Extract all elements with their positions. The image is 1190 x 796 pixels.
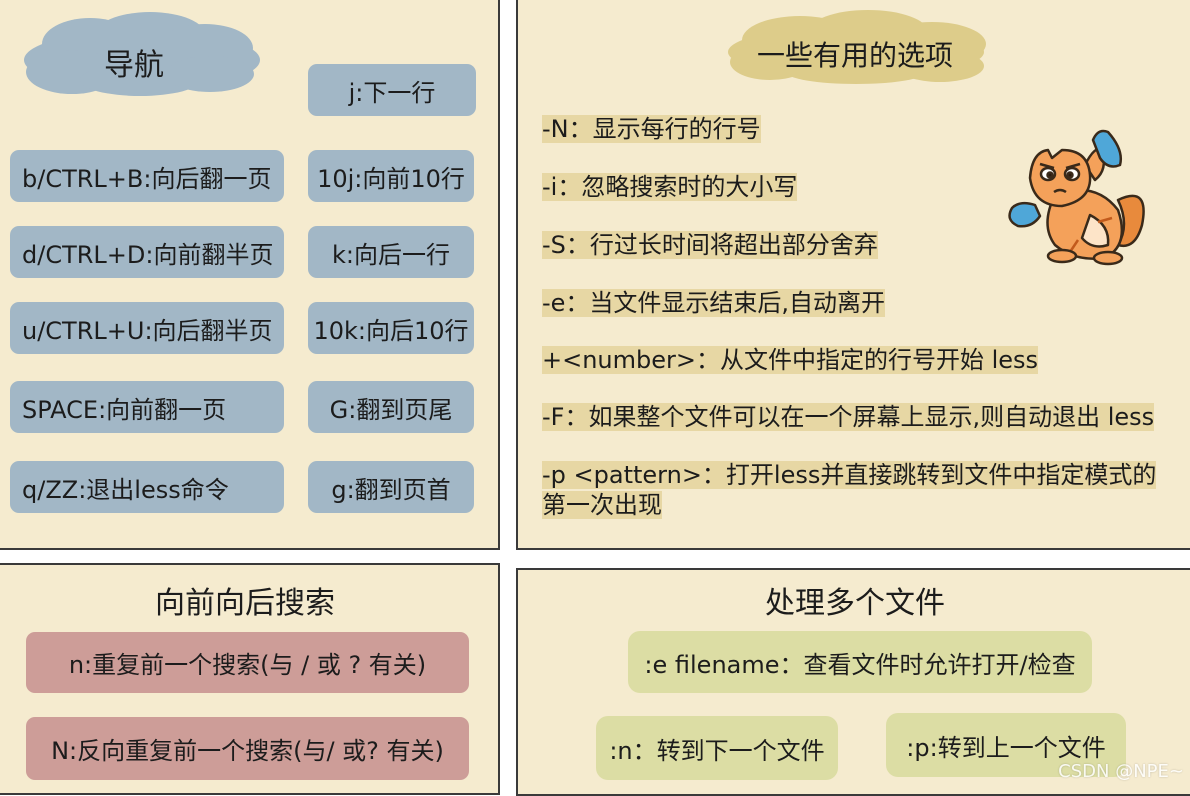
nav-item-quit: q/ZZ:退出less命令 bbox=[10, 461, 284, 513]
options-cloud bbox=[728, 10, 986, 84]
option-start-line: +<number>：从文件中指定的行号开始 less bbox=[542, 346, 1039, 374]
nav-item-half-back: u/CTRL+U:向后翻半页 bbox=[10, 302, 284, 354]
option-pattern: -p <pattern>：打开less并直接跳转到文件中指定模式的第一次出现 bbox=[542, 461, 1157, 519]
options-title: 一些有用的选项 bbox=[756, 39, 953, 72]
navigation-cloud bbox=[24, 12, 260, 96]
cat-illustration bbox=[1008, 129, 1145, 266]
option-line-numbers: -N：显示每行的行号 bbox=[542, 115, 761, 143]
options-panel bbox=[516, 0, 1190, 550]
option-chop-long-lines: -S：行过长时间将超出部分舍弃 bbox=[542, 231, 878, 259]
files-item-examine: :e filename：查看文件时允许打开/检查 bbox=[628, 631, 1092, 693]
nav-item-page-forward: SPACE:向前翻一页 bbox=[10, 381, 284, 433]
search-item-repeat: n:重复前一个搜索(与 / 或 ? 有关) bbox=[26, 632, 469, 693]
nav-item-forward-10: 10j:向前10行 bbox=[308, 150, 474, 202]
nav-item-back-10: 10k:向后10行 bbox=[308, 302, 474, 354]
nav-item-end: G:翻到页尾 bbox=[308, 381, 474, 433]
nav-item-half-forward: d/CTRL+D:向前翻半页 bbox=[10, 226, 284, 278]
nav-item-back-line: k:向后一行 bbox=[308, 226, 474, 278]
option-ignore-case: -i：忽略搜索时的大小写 bbox=[542, 173, 798, 201]
option-quit-if-one-screen: -F：如果整个文件可以在一个屏幕上显示,则自动退出 less bbox=[542, 403, 1155, 431]
files-item-next: :n：转到下一个文件 bbox=[596, 716, 838, 780]
search-item-reverse-repeat: N:反向重复前一个搜索(与/ 或? 有关) bbox=[26, 717, 469, 780]
csdn-watermark: CSDN @NPE~ bbox=[1058, 761, 1184, 782]
option-quit-at-eof: -e：当文件显示结束后,自动离开 bbox=[542, 289, 886, 317]
search-title: 向前向后搜索 bbox=[155, 586, 335, 621]
navigation-title: 导航 bbox=[104, 48, 164, 83]
files-item-prev: :p:转到上一个文件 bbox=[886, 713, 1126, 777]
nav-item-next-line: j:下一行 bbox=[308, 64, 476, 116]
nav-item-start: g:翻到页首 bbox=[308, 461, 474, 513]
files-title: 处理多个文件 bbox=[765, 586, 945, 621]
nav-item-page-back: b/CTRL+B:向后翻一页 bbox=[10, 150, 284, 202]
